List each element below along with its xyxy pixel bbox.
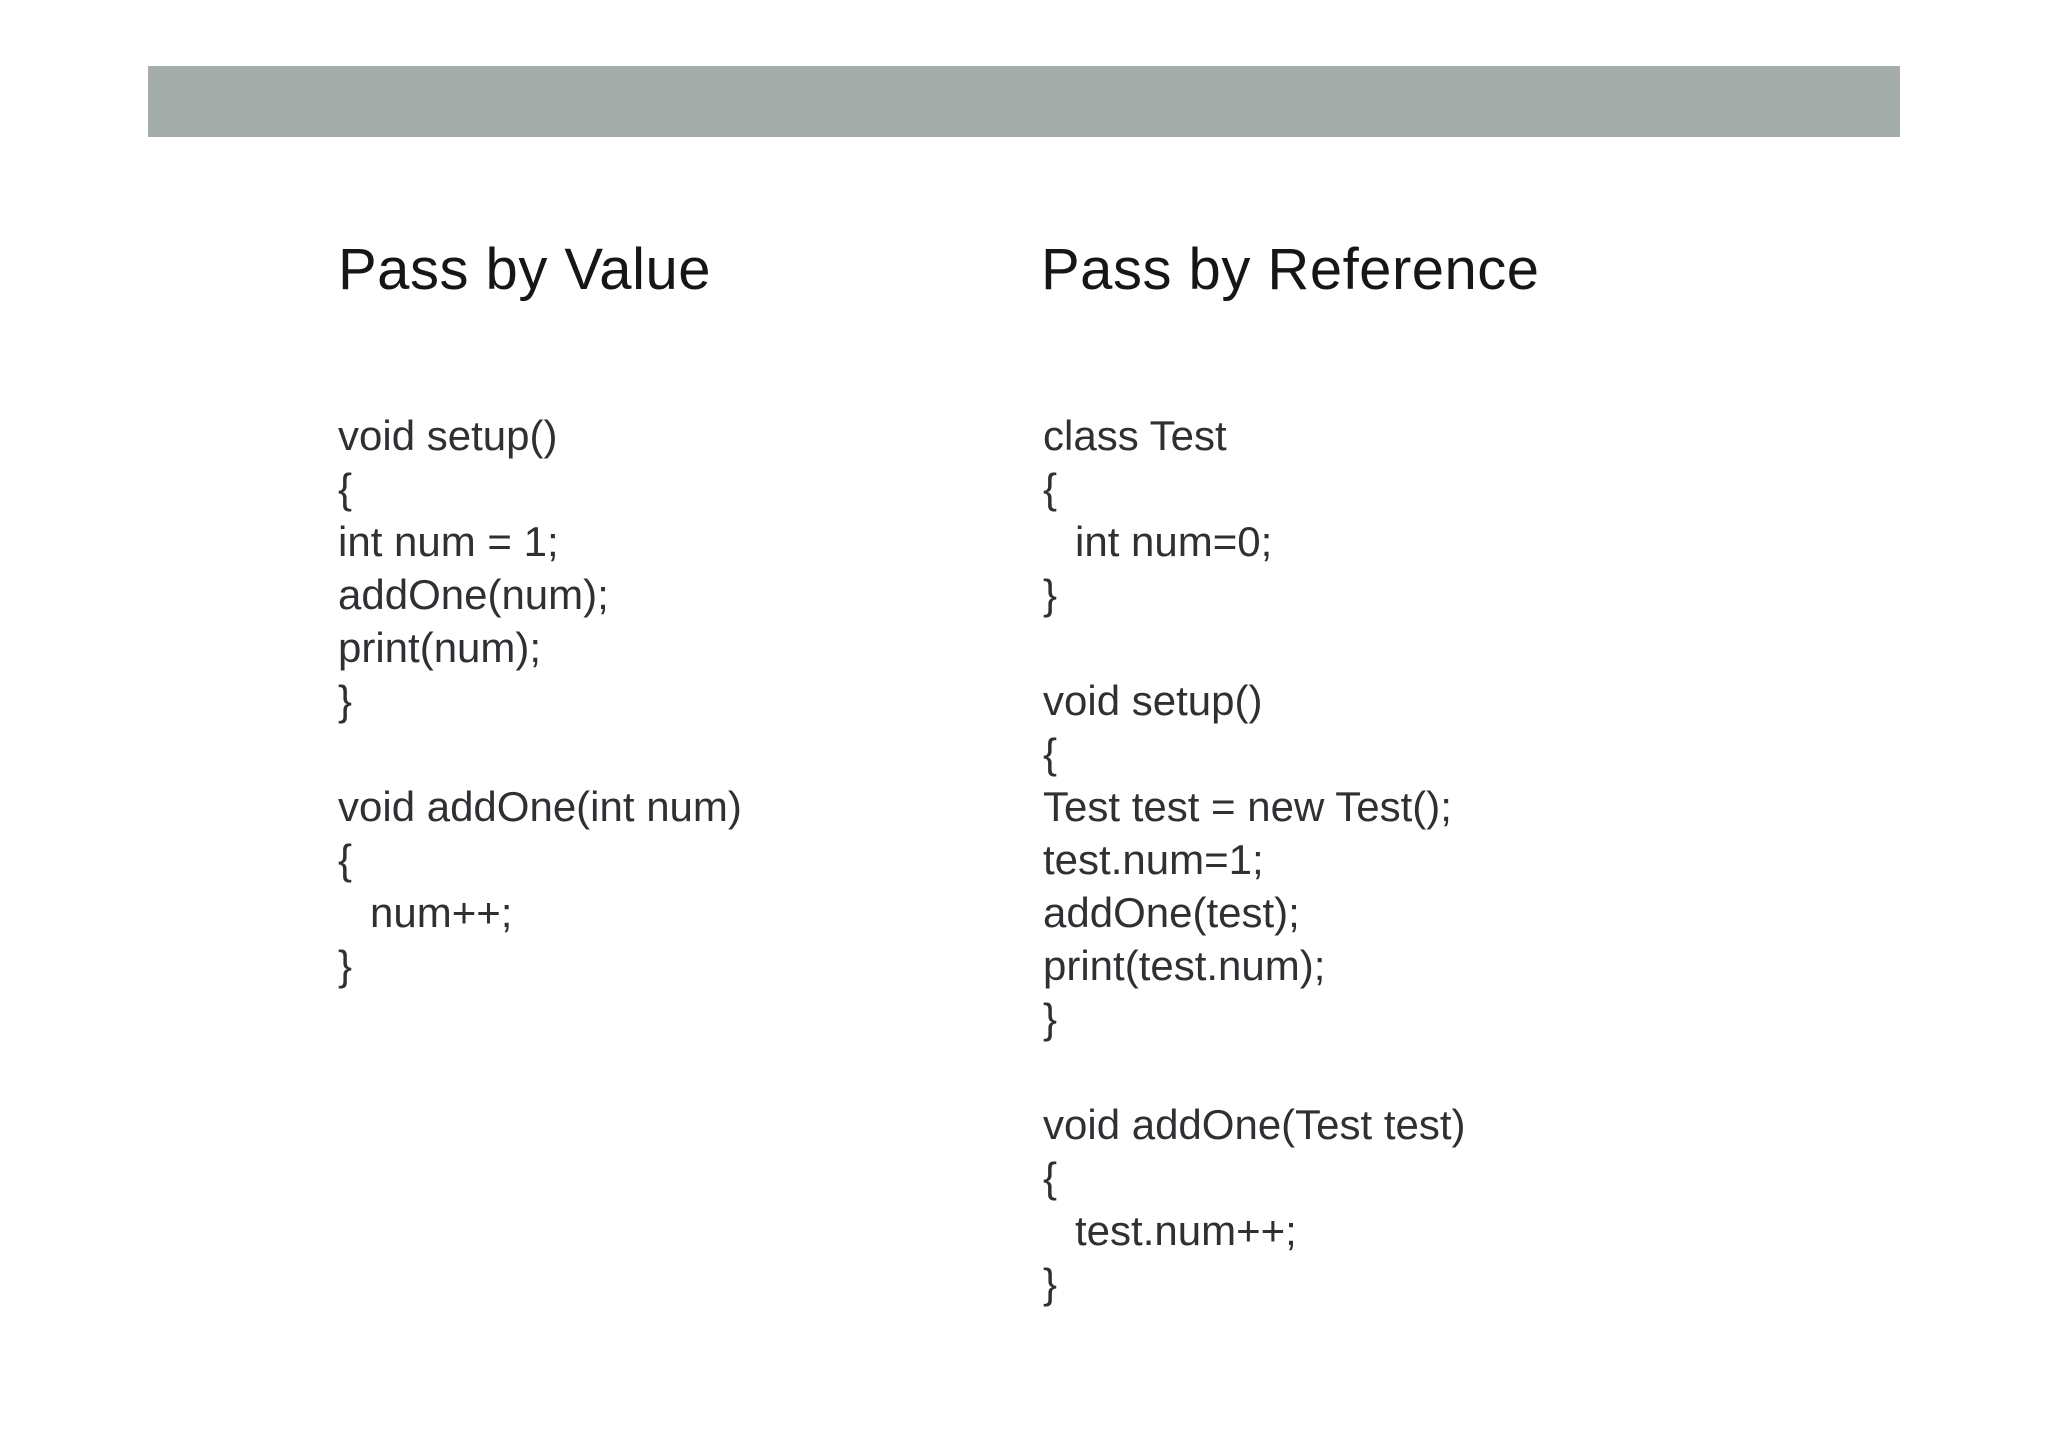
slide-header-bar — [148, 66, 1900, 137]
code-line: { — [338, 465, 353, 512]
heading-pass-by-reference: Pass by Reference — [1041, 237, 1540, 302]
code-line: class Test — [1043, 412, 1227, 459]
code-line: test.num=1; — [1043, 836, 1264, 883]
code-line: void addOne(int num) — [338, 783, 742, 830]
code-line: } — [1043, 1260, 1058, 1307]
code-line: void setup() — [1043, 677, 1263, 724]
code-line: } — [338, 677, 353, 724]
code-block-pass-by-reference: class Test { int num=0;} void setup() { Test… — [1043, 409, 1466, 1310]
code-line: } — [338, 942, 353, 989]
code-line — [1043, 621, 1466, 674]
code-line: int num=0; — [1075, 518, 1273, 565]
code-line — [338, 727, 742, 780]
code-line: } — [1043, 571, 1058, 618]
code-line: addOne(test); — [1043, 889, 1300, 936]
code-line: { — [1043, 730, 1058, 777]
code-line: num++; — [370, 889, 513, 936]
code-line: addOne(num); — [338, 571, 609, 618]
code-line: void setup() — [338, 412, 558, 459]
code-line: { — [338, 836, 353, 883]
code-line — [1043, 1045, 1466, 1098]
code-line: print(test.num); — [1043, 942, 1326, 989]
code-line: Test test = new Test(); — [1043, 783, 1452, 830]
code-line: test.num++; — [1075, 1207, 1297, 1254]
code-line: { — [1043, 465, 1058, 512]
code-line: void addOne(Test test) — [1043, 1101, 1466, 1148]
code-line: print(num); — [338, 624, 542, 671]
code-line: } — [1043, 995, 1058, 1042]
code-block-pass-by-value: void setup() { int num = 1; addOne(num); pri… — [338, 409, 742, 992]
heading-pass-by-value: Pass by Value — [338, 237, 711, 302]
code-line: int num = 1; — [338, 518, 559, 565]
code-line: { — [1043, 1154, 1058, 1201]
